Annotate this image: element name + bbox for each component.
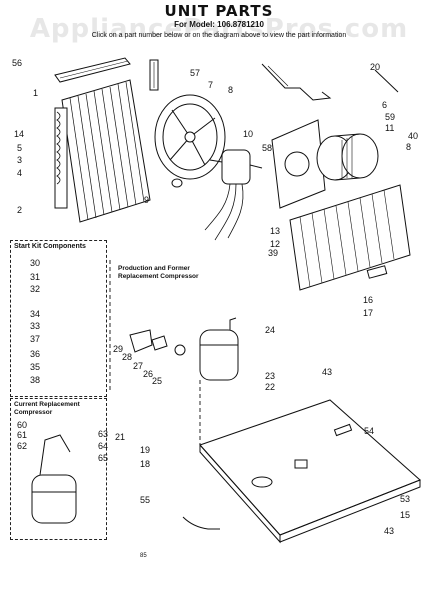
- callout-c56[interactable]: 56: [12, 58, 22, 68]
- fan-motor[interactable]: [204, 149, 263, 241]
- callout-c10[interactable]: 10: [243, 129, 253, 139]
- callout-c30[interactable]: 30: [30, 258, 40, 268]
- callout-c8a[interactable]: 8: [228, 85, 233, 95]
- callout-c13[interactable]: 13: [270, 226, 280, 236]
- callout-c43a[interactable]: 43: [322, 367, 332, 377]
- current-replacement-box: [10, 398, 107, 540]
- callout-c25[interactable]: 25: [152, 376, 162, 386]
- callout-c37[interactable]: 37: [30, 334, 40, 344]
- callout-c31[interactable]: 31: [30, 272, 40, 282]
- callout-c58[interactable]: 58: [262, 143, 272, 153]
- callout-c63[interactable]: 63: [98, 429, 108, 439]
- callout-c23[interactable]: 23: [265, 371, 275, 381]
- callout-c12[interactable]: 12: [270, 239, 280, 249]
- callout-c22[interactable]: 22: [265, 382, 275, 392]
- replacement-compressor[interactable]: [31, 434, 77, 524]
- callout-c9[interactable]: 9: [144, 195, 149, 205]
- callout-c19[interactable]: 19: [140, 445, 150, 455]
- callout-c15[interactable]: 15: [400, 510, 410, 520]
- start-kit-title: Start Kit Components: [14, 243, 86, 250]
- callout-c14[interactable]: 14: [14, 129, 24, 139]
- callout-c43b[interactable]: 43: [384, 526, 394, 536]
- condenser-coil[interactable]: [54, 79, 151, 223]
- current-replacement-title: Current Replacement Compressor: [14, 401, 80, 416]
- callout-c39[interactable]: 39: [268, 248, 278, 258]
- model-number: For Model: 106.8781210: [174, 20, 264, 29]
- callout-c32[interactable]: 32: [30, 284, 40, 294]
- callout-c20[interactable]: 20: [370, 62, 380, 72]
- compressor[interactable]: [199, 317, 239, 381]
- footer-code: 85: [140, 553, 147, 559]
- callout-c24[interactable]: 24: [265, 325, 275, 335]
- callout-c18[interactable]: 18: [140, 459, 150, 469]
- coil-top-bracket[interactable]: [54, 57, 131, 83]
- callout-c65[interactable]: 65: [98, 453, 108, 463]
- callout-c1[interactable]: 1: [33, 88, 38, 98]
- callout-c29[interactable]: 29: [113, 344, 123, 354]
- callout-c35[interactable]: 35: [30, 362, 40, 372]
- callout-c16[interactable]: 16: [363, 295, 373, 305]
- callout-c17[interactable]: 17: [363, 308, 373, 318]
- callout-c2[interactable]: 2: [17, 205, 22, 215]
- motor-mount-bracket[interactable]: [261, 63, 332, 101]
- callout-c36[interactable]: 36: [30, 349, 40, 359]
- instructions-text: Click on a part number below or on the d…: [91, 32, 347, 39]
- shroud-bracket[interactable]: [149, 59, 159, 91]
- callout-c60[interactable]: 60: [17, 420, 27, 430]
- start-kit-box: [10, 240, 107, 397]
- callout-c54[interactable]: 54: [364, 426, 374, 436]
- callout-c57[interactable]: 57: [190, 68, 200, 78]
- page-title: UNIT PARTS: [164, 2, 274, 20]
- callout-c33[interactable]: 33: [30, 321, 40, 331]
- callout-c55[interactable]: 55: [140, 495, 150, 505]
- terminal-cover-set[interactable]: [129, 329, 186, 356]
- blower-housing-plate[interactable]: [271, 119, 326, 209]
- callout-c5[interactable]: 5: [17, 143, 22, 153]
- callout-c34[interactable]: 34: [30, 309, 40, 319]
- callout-c3[interactable]: 3: [17, 155, 22, 165]
- evaporator-coil[interactable]: [289, 184, 411, 291]
- callout-c62[interactable]: 62: [17, 441, 27, 451]
- condenser-fan-blade[interactable]: [154, 94, 226, 180]
- coil-clip[interactable]: [366, 265, 388, 279]
- callout-c4[interactable]: 4: [17, 168, 22, 178]
- callout-c21[interactable]: 21: [115, 432, 125, 442]
- base-bracket[interactable]: [333, 423, 353, 437]
- callout-c38[interactable]: 38: [30, 375, 40, 385]
- callout-c59[interactable]: 59: [385, 112, 395, 122]
- drain-tube[interactable]: [182, 516, 220, 530]
- callout-c6[interactable]: 6: [382, 100, 387, 110]
- fan-clamp[interactable]: [171, 178, 183, 188]
- callout-c7[interactable]: 7: [208, 80, 213, 90]
- callout-c64[interactable]: 64: [98, 441, 108, 451]
- callout-c11[interactable]: 11: [385, 123, 394, 133]
- callout-c8b[interactable]: 8: [406, 142, 411, 152]
- callout-c26[interactable]: 26: [143, 369, 153, 379]
- callout-c53[interactable]: 53: [400, 494, 410, 504]
- blower-wheel[interactable]: [316, 133, 379, 181]
- callout-c27[interactable]: 27: [133, 361, 143, 371]
- power-cord[interactable]: [374, 69, 399, 93]
- callout-c40[interactable]: 40: [408, 131, 418, 141]
- callout-c61[interactable]: 61: [17, 430, 27, 440]
- callout-c28[interactable]: 28: [122, 352, 132, 362]
- base-pan[interactable]: [199, 399, 421, 544]
- production-note: Production and Former Replacement Compre…: [118, 265, 199, 280]
